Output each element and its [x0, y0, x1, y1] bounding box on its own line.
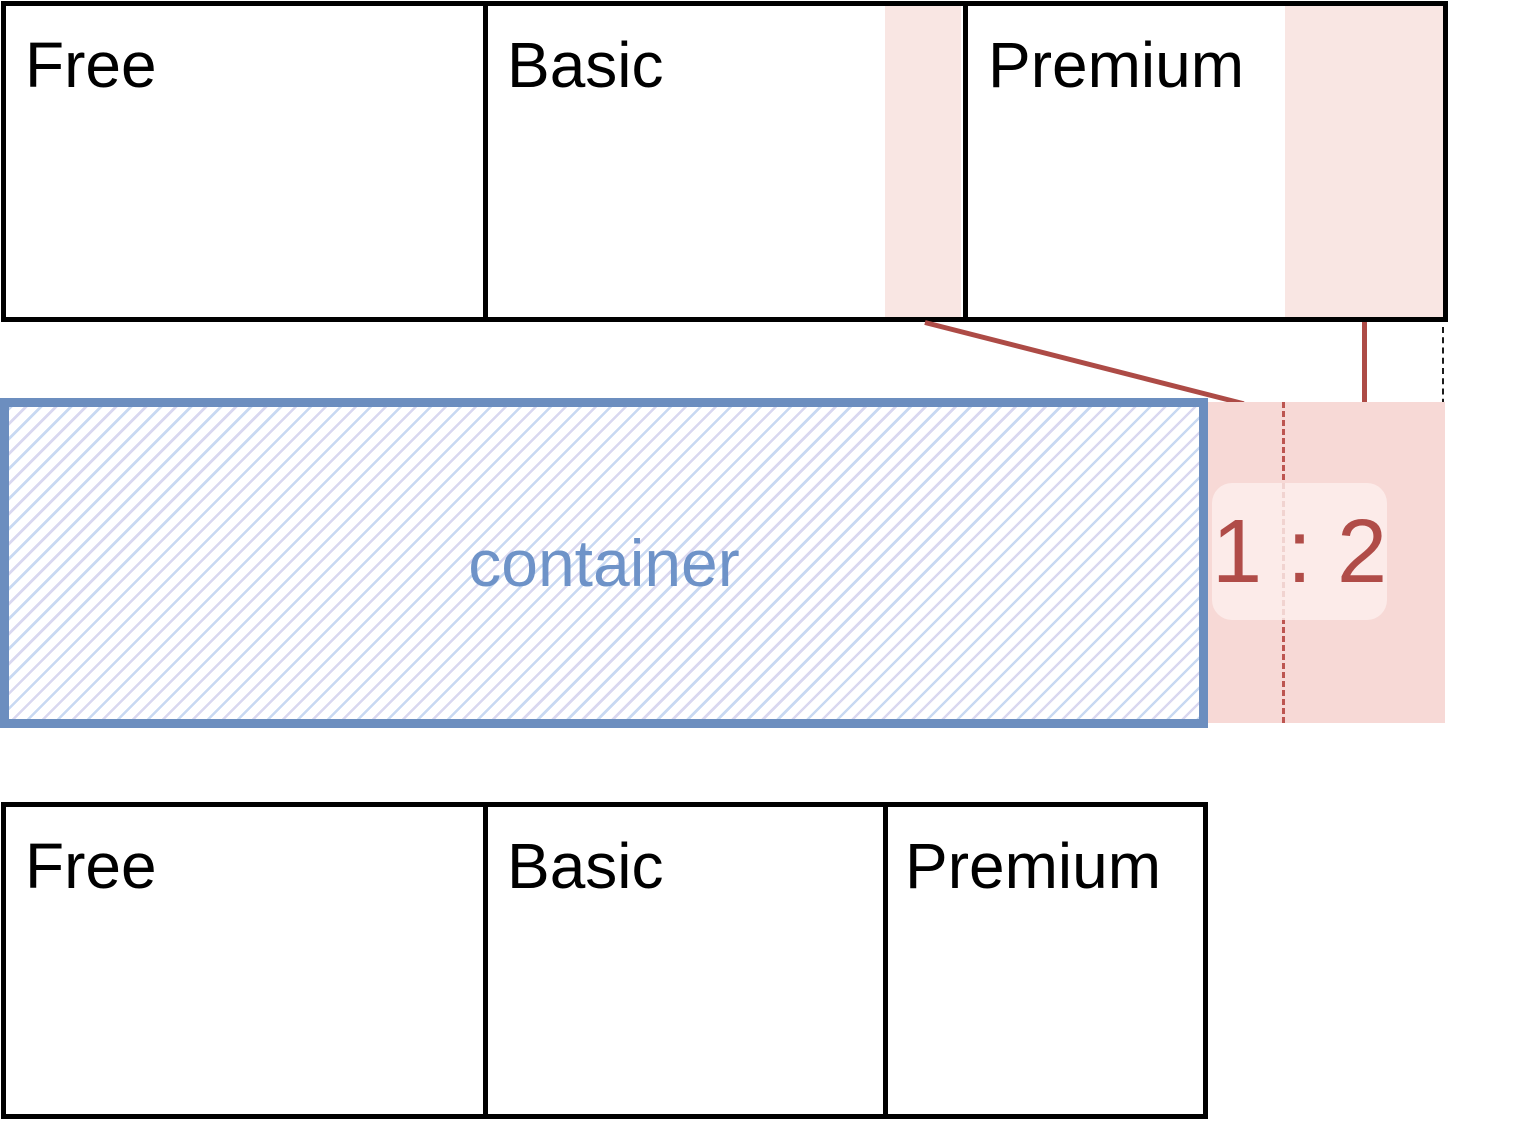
card-label-premium: Premium [988, 29, 1245, 101]
card-label-free-shrunk: Free [25, 830, 157, 902]
divider-free-basic-shrunk [483, 807, 488, 1114]
card-label-free: Free [25, 29, 157, 101]
bottom-row: Free Basic Premium [1, 802, 1208, 1119]
container-box: container [0, 398, 1208, 728]
card-label-basic-shrunk: Basic [507, 830, 664, 902]
connector-line-basic-strip [924, 320, 1245, 406]
top-row: Free Basic Premium [1, 1, 1448, 322]
bottom-row-inner: Free Basic Premium [6, 807, 1203, 1114]
container-label: container [468, 526, 740, 600]
top-row-inner: Free Basic Premium [6, 6, 1443, 317]
connector-line-premium-strip [1362, 322, 1367, 403]
overflow-edge-dashed-line [1442, 327, 1444, 415]
shrink-strip-basic [885, 6, 961, 317]
shrink-strip-premium [1285, 6, 1443, 317]
divider-free-basic [483, 6, 488, 317]
ratio-badge: 1 : 2 [1212, 483, 1387, 620]
card-label-basic: Basic [507, 29, 664, 101]
ratio-label: 1 : 2 [1211, 501, 1388, 602]
divider-basic-premium [963, 6, 968, 317]
card-label-premium-shrunk: Premium [905, 830, 1162, 902]
divider-basic-premium-shrunk [883, 807, 888, 1114]
